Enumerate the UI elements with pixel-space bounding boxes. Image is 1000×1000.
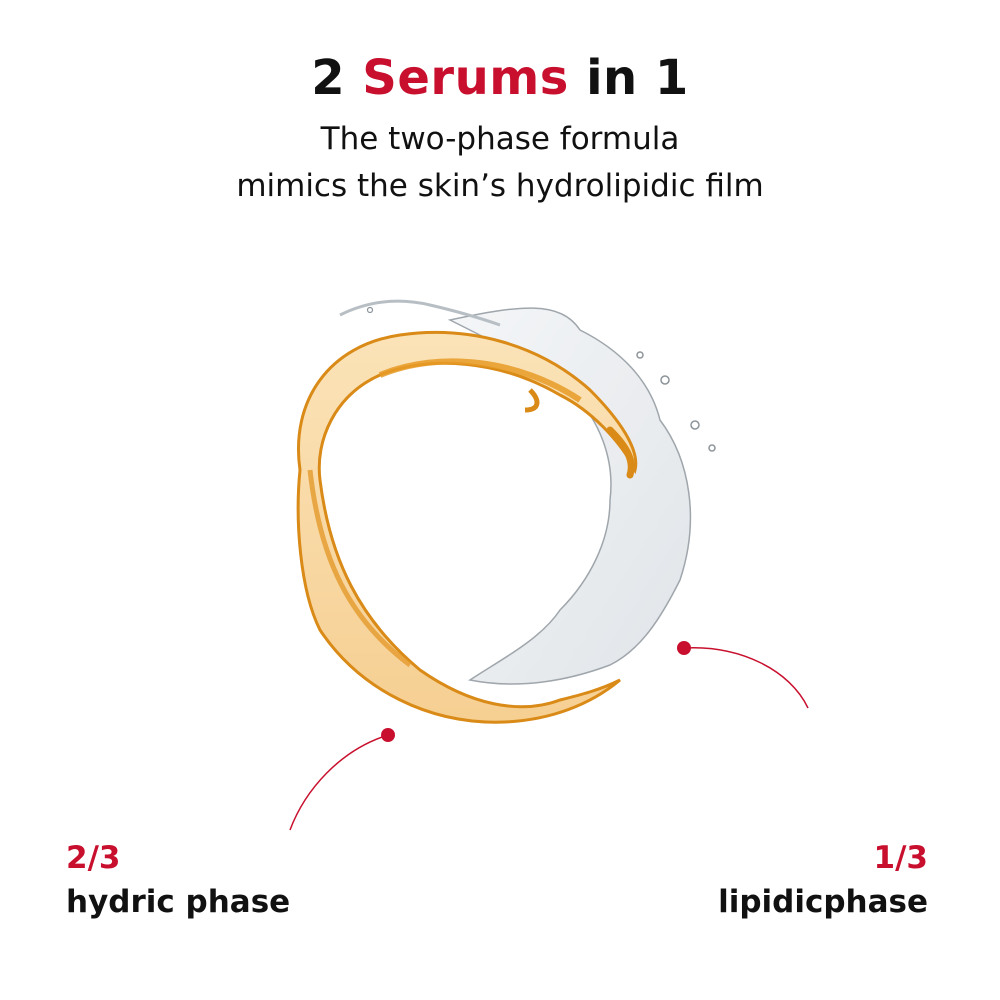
lipidic-phase-label: 1/3 lipidicphase [718, 836, 928, 924]
lipidic-phase-name: lipidicphase [718, 884, 928, 920]
callout-left [289, 728, 395, 831]
page-title: 2 Serums in 1 [0, 50, 1000, 106]
subtitle: The two-phase formula mimics the skin’s … [0, 116, 1000, 210]
subtitle-line-1: The two-phase formula [320, 121, 680, 157]
title-prefix: 2 [311, 50, 363, 106]
callout-right [677, 641, 809, 709]
title-suffix: in 1 [568, 50, 689, 106]
subtitle-line-2: mimics the skin’s hydrolipidic film [236, 168, 764, 204]
oil-phase-ring [296, 331, 638, 724]
hydric-phase-fraction: 2/3 [66, 840, 121, 876]
hydric-phase-label: 2/3 hydric phase [66, 836, 290, 924]
title-accent: Serums [362, 50, 569, 106]
hydric-phase-name: hydric phase [66, 884, 291, 920]
water-phase-splash [339, 299, 716, 685]
lipidic-phase-fraction: 1/3 [873, 840, 928, 876]
